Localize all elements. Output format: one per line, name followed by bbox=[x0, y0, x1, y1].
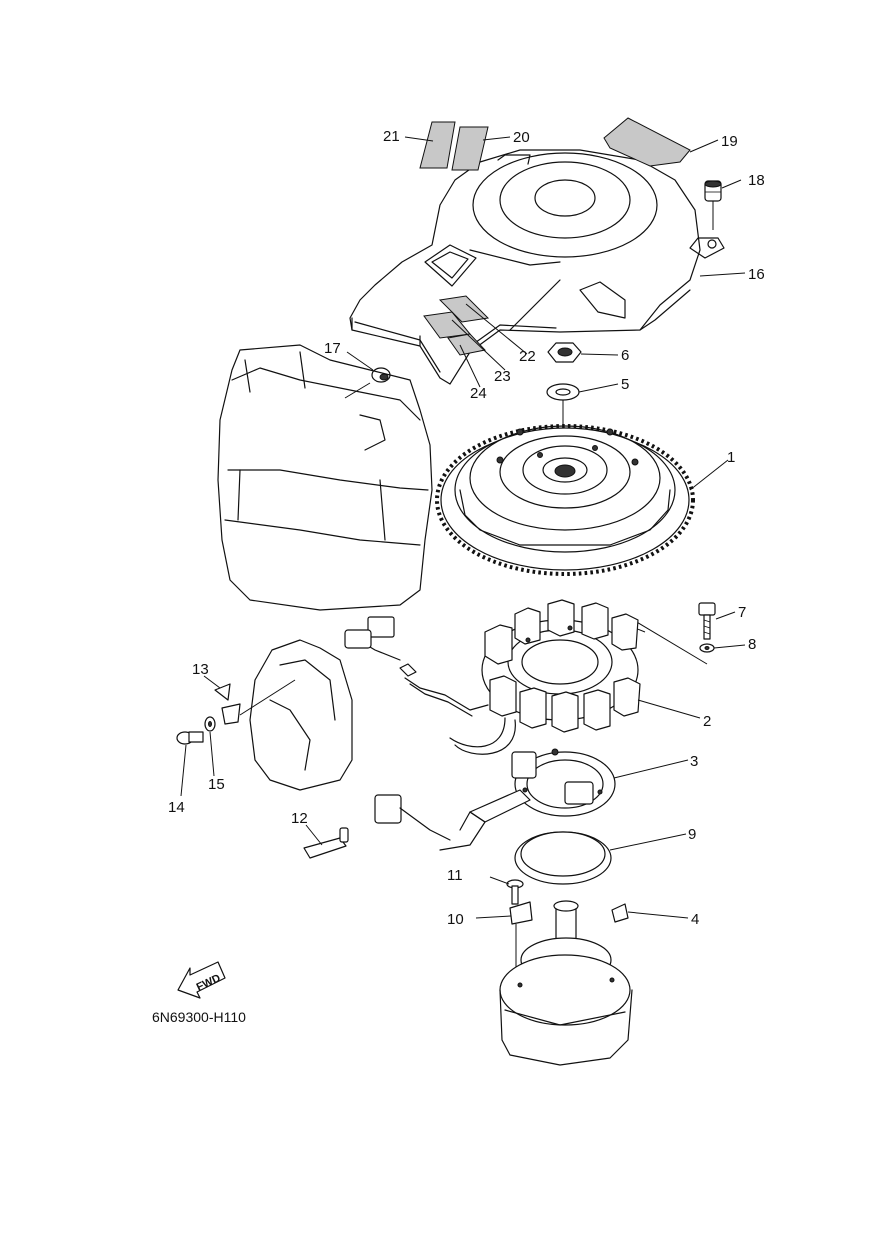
screw bbox=[506, 879, 524, 905]
flywheel-cover bbox=[349, 149, 725, 385]
bolt-washer bbox=[699, 643, 715, 653]
callout-12: 12 bbox=[291, 810, 308, 827]
small-washer bbox=[204, 716, 216, 732]
callout-16: 16 bbox=[748, 266, 765, 283]
engine-block-outline bbox=[217, 344, 433, 611]
snap-ring bbox=[514, 831, 612, 885]
callout-18: 18 bbox=[748, 172, 765, 189]
callout-4: 4 bbox=[691, 911, 699, 928]
nut bbox=[547, 342, 582, 363]
callout-14: 14 bbox=[168, 799, 185, 816]
callout-23: 23 bbox=[494, 368, 511, 385]
callout-20: 20 bbox=[513, 129, 530, 146]
decal-24 bbox=[447, 333, 486, 356]
decals bbox=[419, 117, 691, 356]
pulser-coil bbox=[374, 748, 616, 851]
callout-7: 7 bbox=[738, 604, 746, 621]
decal-19 bbox=[603, 117, 691, 167]
callout-21: 21 bbox=[383, 128, 400, 145]
clamp bbox=[509, 901, 533, 925]
small-bolt bbox=[176, 731, 204, 745]
leader-lines bbox=[180, 136, 746, 919]
callout-1: 1 bbox=[727, 449, 735, 466]
decal-20 bbox=[451, 126, 489, 171]
flywheel bbox=[435, 424, 695, 576]
callout-24: 24 bbox=[470, 385, 487, 402]
callout-15: 15 bbox=[208, 776, 225, 793]
callout-19: 19 bbox=[721, 133, 738, 150]
woodruff-key bbox=[611, 903, 629, 923]
diagram-code: 6N69300-H110 bbox=[152, 1009, 246, 1025]
stator-wiring bbox=[344, 616, 516, 755]
callout-10: 10 bbox=[447, 911, 464, 928]
callout-5: 5 bbox=[621, 376, 629, 393]
plate bbox=[303, 827, 349, 859]
callout-22: 22 bbox=[519, 348, 536, 365]
bolt bbox=[698, 602, 716, 640]
clip bbox=[214, 683, 241, 725]
callout-numbers: 21 20 19 18 16 17 22 23 24 6 5 1 7 8 2 3… bbox=[168, 128, 765, 928]
callout-13: 13 bbox=[192, 661, 209, 678]
stator-bracket-outline bbox=[239, 639, 353, 791]
crankshaft-base bbox=[499, 900, 633, 1066]
decal-21 bbox=[419, 121, 456, 169]
callout-9: 9 bbox=[688, 826, 696, 843]
callout-3: 3 bbox=[690, 753, 698, 770]
callout-8: 8 bbox=[748, 636, 756, 653]
callout-11: 11 bbox=[447, 867, 463, 884]
stator bbox=[481, 599, 641, 733]
callout-2: 2 bbox=[703, 713, 711, 730]
fwd-arrow-icon: FWD bbox=[177, 961, 226, 999]
grommet bbox=[704, 180, 722, 230]
callout-6: 6 bbox=[621, 347, 629, 364]
callout-17: 17 bbox=[324, 340, 341, 357]
washer bbox=[546, 383, 580, 401]
